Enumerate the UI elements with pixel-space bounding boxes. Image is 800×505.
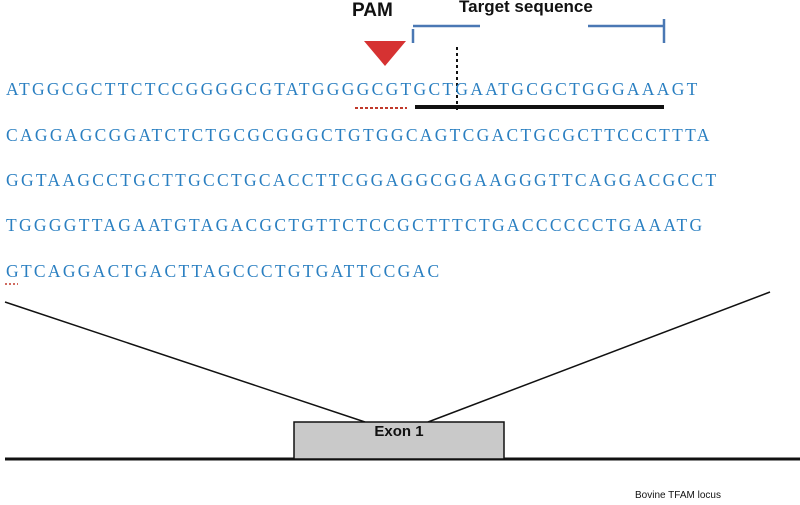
- sequence-line-3: GGTAAGCCTGCTTGCCTGCACCTTCGGAGGCGGAAGGGTT…: [6, 170, 719, 190]
- pam-label: PAM: [352, 0, 393, 21]
- zoom-line-left: [4, 301, 366, 423]
- zoom-line-right: [427, 291, 771, 423]
- sequence-line-1: ATGGCGCTTCTCCGGGGCGTATGGGGCGTGCTGAATGCGC…: [6, 79, 700, 99]
- exon-box: [293, 421, 505, 460]
- sequence-line-5: GTCAGGACTGACTTAGCCCTGTGATTCCGAC: [6, 261, 442, 281]
- sequence-line-4: TGGGGTTAGAATGTAGACGCTGTTCTCCGCTTTCTGACCC…: [6, 215, 705, 235]
- target-sequence-label: Target sequence: [459, 0, 593, 16]
- pam-marker-icon: [364, 41, 406, 66]
- figure-caption: Bovine TFAM locus: [635, 490, 721, 501]
- sequence-line-2: CAGGAGCGGATCTCTGCGCGGGCTGTGGCAGTCGACTGCG…: [6, 125, 712, 145]
- exon-label: Exon 1: [374, 423, 424, 440]
